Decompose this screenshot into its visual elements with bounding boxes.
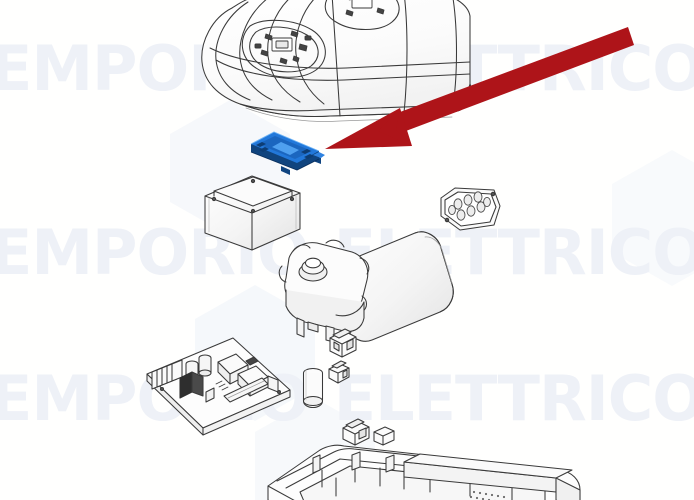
part-terminal-block (440, 187, 501, 231)
part-gearmotor (278, 231, 454, 343)
part-connector-b (329, 328, 357, 358)
part-connector-a (328, 360, 350, 384)
control-board-cover-hitarea[interactable] (248, 128, 328, 176)
